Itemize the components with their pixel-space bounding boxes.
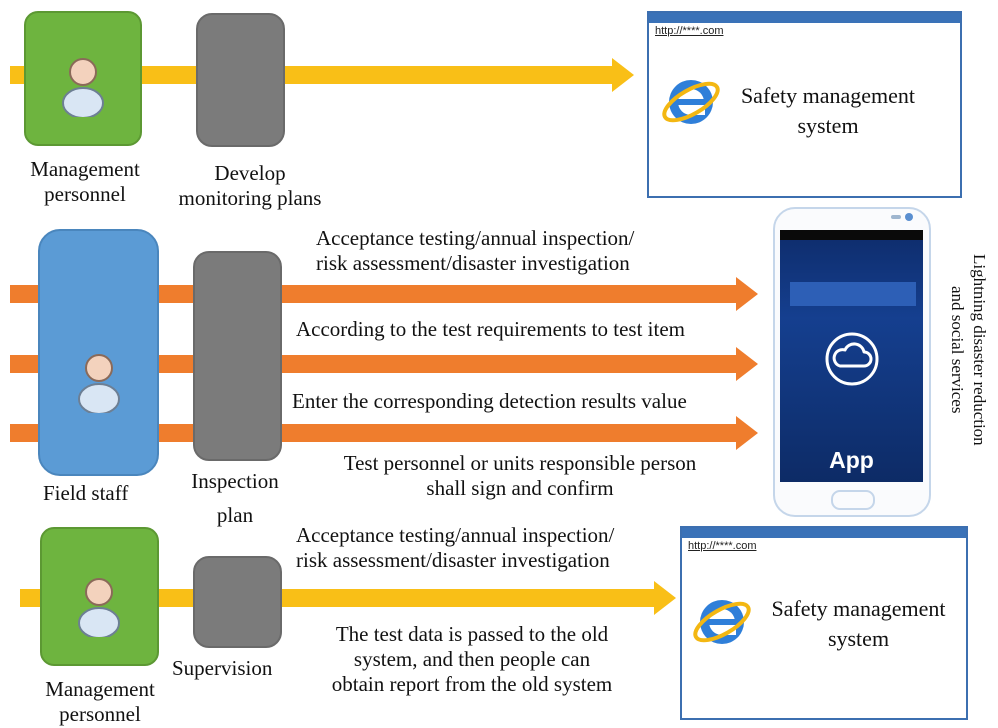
top-browser-title: Safety management system	[740, 83, 916, 138]
supervision-label: Supervision	[172, 656, 273, 680]
arrow1-label: Acceptance testing/annual inspection/ ri…	[316, 226, 635, 275]
bottom-management-box	[40, 527, 159, 666]
top-step-box	[196, 13, 285, 147]
phone-camera	[905, 213, 913, 221]
app-label: App	[829, 447, 874, 473]
supervision-box	[193, 556, 282, 648]
bottom-browser-window: http://****.com Safety management system	[680, 526, 968, 720]
inspection-plan-box	[193, 251, 282, 461]
bottom-browser-title: Safety management system	[771, 596, 946, 651]
ie-browser-icon	[662, 80, 720, 124]
top-management-box	[24, 11, 142, 146]
person-icon	[62, 58, 104, 117]
arrow2-label: According to the test requirements to te…	[296, 317, 685, 341]
phone-banner	[790, 282, 916, 306]
browser-url: http://****.com	[688, 540, 757, 552]
top-browser-window: http://****.com Safety management system	[647, 11, 962, 198]
bottom-arrow-bottom-label: The test data is passed to the old syste…	[331, 622, 613, 696]
top-step-label: Develop monitoring plans	[178, 161, 322, 210]
bottom-arrow-top-label: Acceptance testing/annual inspection/ ri…	[296, 523, 615, 572]
ie-browser-icon	[693, 600, 751, 644]
person-icon	[78, 578, 120, 637]
field-staff-box	[38, 229, 159, 476]
phone-speaker	[891, 215, 901, 219]
phone-status-bar	[780, 230, 923, 240]
phone-home-button	[831, 490, 875, 510]
browser-title-bar	[649, 13, 960, 23]
arrow4-label: Test personnel or units responsible pers…	[343, 451, 697, 500]
phone-device: App	[773, 207, 931, 517]
arrow3-label: Enter the corresponding detection result…	[292, 389, 687, 413]
bottom-role-label: Management personnel	[45, 677, 155, 726]
side-label: Lightning disaster reduction and social …	[948, 254, 989, 446]
cloud-icon	[825, 332, 879, 386]
browser-url: http://****.com	[655, 25, 724, 37]
phone-screen: App	[780, 230, 923, 482]
inspection-plan-label: Inspection plan	[191, 469, 279, 527]
browser-title-bar	[682, 528, 966, 538]
top-role-label: Management personnel	[30, 157, 140, 206]
field-staff-label: Field staff	[43, 481, 129, 505]
person-icon	[78, 354, 120, 413]
